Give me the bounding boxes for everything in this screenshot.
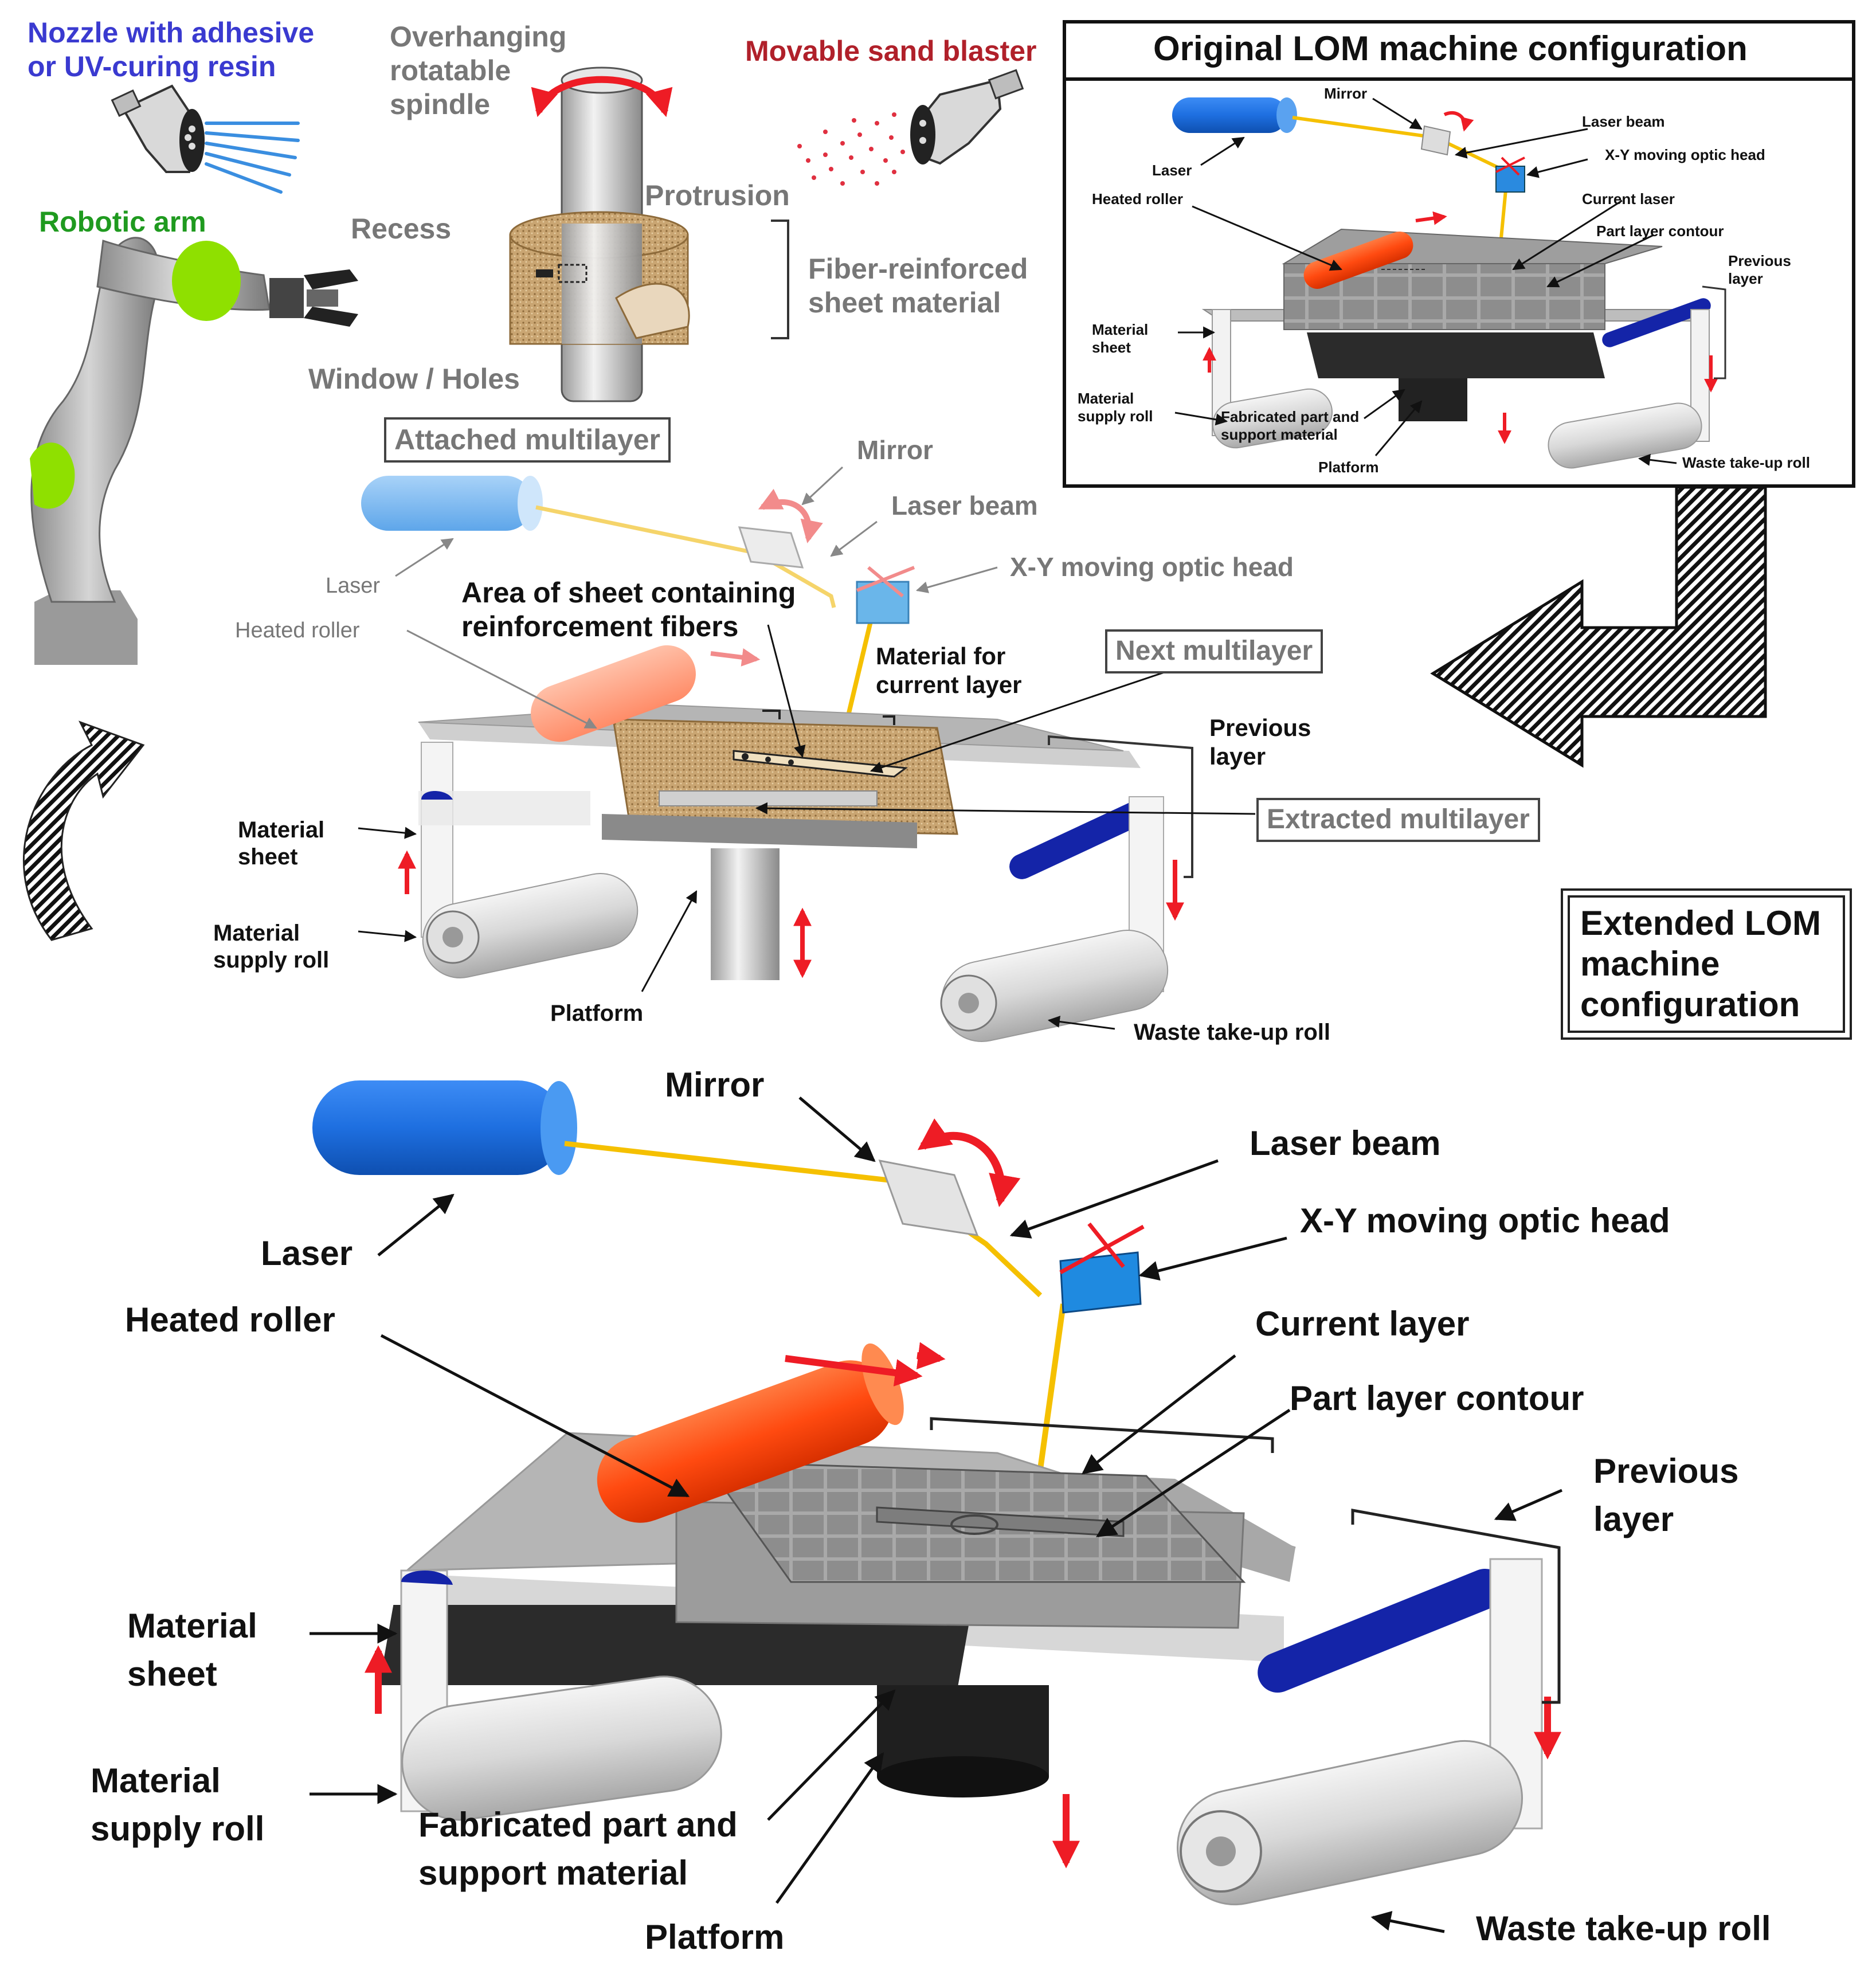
ext-optic-head-label: X-Y moving optic head [1010,552,1294,582]
orig-part-contour-label: Part layer contour [1596,222,1724,240]
extended-machine [361,476,1193,1043]
orig-laser-label: Laser [1152,162,1192,179]
attached-multilayer-label: Attached multilayer [384,417,671,463]
extended-title: Extended LOM machine configuration [1561,888,1852,1040]
sand-particles [797,112,905,186]
nozzle-label: Nozzle with adhesive or UV-curing resin [28,17,315,83]
bottom-laser-label: Laser [261,1234,353,1272]
protrusion-label: Protrusion [645,179,790,212]
orig-heated-roller-label: Heated roller [1092,190,1183,207]
sand-blaster-icon [910,69,1024,165]
orig-supply-roll-label: Material supply roll [1078,390,1153,425]
bottom-leader-lines [310,1096,1562,1933]
bottom-material-sheet-label: Material sheet [127,1607,257,1693]
ext-previous-layer-label: Previous layer [1209,714,1311,770]
ext-next-multilayer-label: Next multilayer [1105,629,1323,673]
robotic-arm-label: Robotic arm [39,206,206,238]
bottom-current-layer-label: Current layer [1255,1305,1470,1343]
extended-leader-lines [358,466,1256,1030]
rotation-arrow-icon [23,720,145,941]
orig-waste-roll-label: Waste take-up roll [1682,454,1810,471]
orig-fabricated-label: Fabricated part and support material [1221,408,1360,443]
bottom-supply-roll-label: Material supply roll [91,1761,265,1848]
nozzle-spray [205,122,300,194]
ext-area-fibers-label: Area of sheet containing reinforcement f… [461,577,796,643]
ext-material-sheet-label: Material sheet [238,817,325,870]
window-holes-label: Window / Holes [308,363,520,395]
bottom-waste-roll-label: Waste take-up roll [1476,1909,1771,1948]
fiber-sheet-label: Fiber-reinforced sheet material [808,253,1028,319]
orig-current-laser-label: Current laser [1582,190,1675,207]
ext-laser-beam-label: Laser beam [891,491,1038,520]
orig-material-sheet-label: Material sheet [1092,321,1149,356]
transition-arrow-icon [1430,485,1767,768]
sand-blaster-label: Movable sand blaster [745,35,1037,67]
spindle-bracket [771,220,789,339]
bottom-heated-roller-label: Heated roller [125,1301,335,1339]
gripper-icon [269,269,358,327]
orig-laser-beam-label: Laser beam [1582,113,1665,130]
ext-extracted-multilayer-label: Extracted multilayer [1256,798,1540,842]
original-machine [1172,97,1726,469]
robotic-arm [30,237,358,665]
ext-heated-roller-label: Heated roller [235,618,360,643]
ext-platform-label: Platform [550,1001,644,1026]
bottom-previous-layer-label: Previous layer [1593,1452,1739,1538]
orig-previous-layer-label: Previous layer [1728,252,1791,287]
orig-optic-head-label: X-Y moving optic head [1605,146,1765,163]
bottom-fabricated-label: Fabricated part and support material [418,1806,738,1892]
bottom-laser-beam-label: Laser beam [1250,1124,1441,1162]
bottom-mirror-label: Mirror [665,1066,765,1104]
nozzle-icon [111,84,205,173]
fiber-sheet-stack [509,211,690,345]
original-leader-lines [1174,97,1677,466]
original-panel-title: Original LOM machine configuration [1153,29,1748,68]
orig-mirror-label: Mirror [1324,85,1368,102]
ext-laser-label: Laser [326,574,381,598]
bottom-part-contour-label: Part layer contour [1290,1379,1584,1417]
bottom-machine [312,1080,1561,1906]
ext-supply-roll-label: Material supply roll [213,921,330,973]
bottom-optic-head-label: X-Y moving optic head [1300,1201,1670,1240]
ext-mirror-label: Mirror [857,435,933,465]
recess-label: Recess [351,213,452,245]
bottom-platform-label: Platform [645,1918,785,1956]
ext-material-current-label: Material for current layer [876,643,1022,698]
ext-waste-roll-label: Waste take-up roll [1134,1020,1331,1045]
orig-platform-label: Platform [1318,459,1379,476]
spindle-label: Overhanging rotatable spindle [390,21,567,120]
